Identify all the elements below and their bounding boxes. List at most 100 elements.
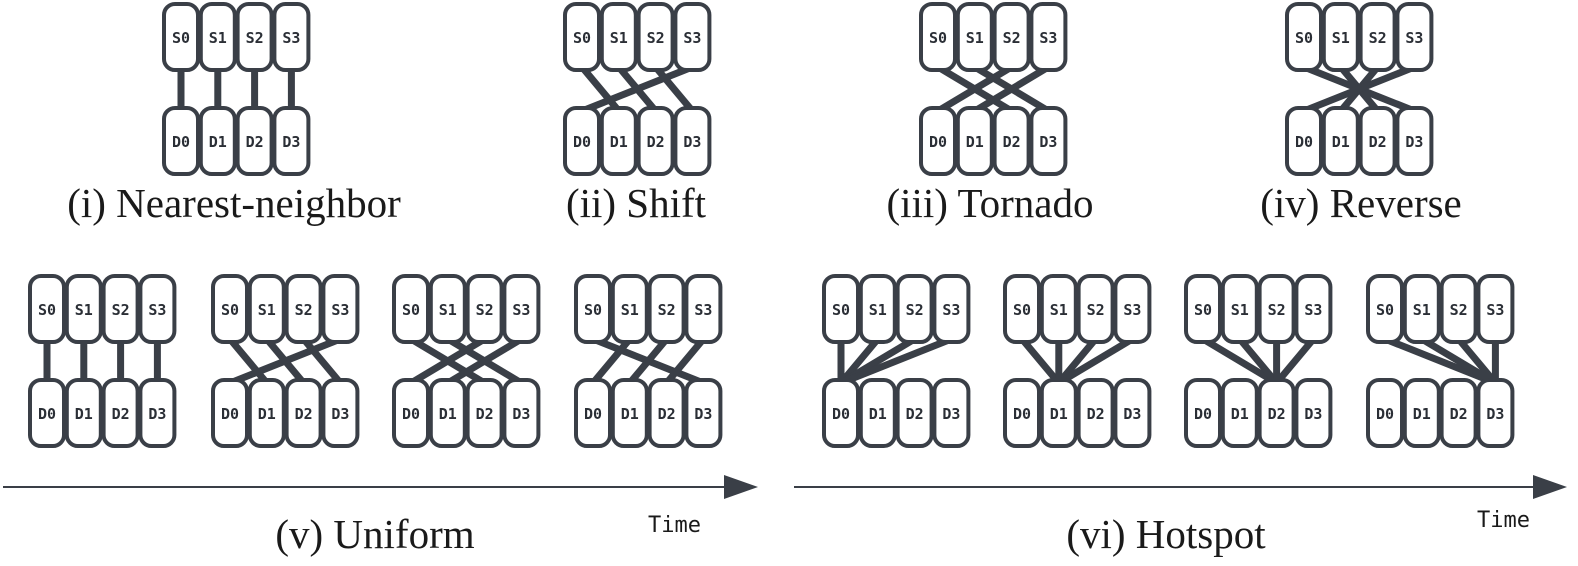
source-node-label: S0	[1013, 301, 1031, 319]
dest-node: D1	[1039, 378, 1078, 448]
dest-node-box	[858, 378, 897, 448]
dest-node-box	[1402, 378, 1441, 448]
source-node-box	[647, 274, 686, 344]
dest-node-label: D3	[1039, 133, 1057, 151]
dest-node: D2	[992, 106, 1031, 176]
source-node-label: S3	[1123, 301, 1141, 319]
dest-node-box	[162, 106, 200, 176]
dest-node-label: D2	[476, 405, 494, 423]
dest-node-box	[1003, 378, 1041, 448]
dest-node-label: D1	[1050, 405, 1068, 423]
source-node-label: S3	[512, 301, 530, 319]
source-node-label: S1	[209, 29, 227, 47]
dest-node-box	[28, 378, 66, 448]
source-node: S3	[1029, 2, 1068, 72]
dest-node-box	[636, 106, 675, 176]
dest-node: D2	[465, 378, 504, 448]
dest-node-box	[647, 378, 686, 448]
dest-node-label: D3	[683, 133, 701, 151]
dest-node-box	[138, 378, 177, 448]
source-node-label: S0	[221, 301, 239, 319]
dest-node: D1	[1402, 378, 1441, 448]
source-node-label: S0	[584, 301, 602, 319]
dest-node: D2	[1076, 378, 1115, 448]
time-axis-uniform: Time	[3, 475, 758, 538]
source-node: S3	[1113, 274, 1152, 344]
dest-node: D2	[235, 106, 274, 176]
source-node: S0	[919, 2, 957, 72]
dest-node-box	[1029, 106, 1068, 176]
time-axis-label: Time	[648, 513, 701, 538]
dest-node-label: D0	[1013, 405, 1031, 423]
source-node-box	[1285, 2, 1323, 72]
source-node-label: S2	[1268, 301, 1286, 319]
dest-node-box	[822, 378, 860, 448]
dest-node-box	[610, 378, 649, 448]
source-node: S3	[1294, 274, 1333, 344]
dest-node: D3	[138, 378, 177, 448]
dest-node-label: D0	[1376, 405, 1394, 423]
dest-node: D1	[428, 378, 467, 448]
dest-node: D0	[563, 106, 601, 176]
caption-uniform: (v) Uniform	[275, 511, 474, 557]
source-node-label: S1	[966, 29, 984, 47]
source-node-box	[1029, 2, 1068, 72]
source-node: S3	[1476, 274, 1515, 344]
dest-node-box	[1366, 378, 1404, 448]
source-node-box	[858, 274, 897, 344]
dest-node: D0	[211, 378, 249, 448]
dest-node-box	[1184, 378, 1222, 448]
connection-edge	[1273, 336, 1317, 386]
dest-node-box	[684, 378, 723, 448]
source-node-label: S3	[683, 29, 701, 47]
dest-node-label: D0	[221, 405, 239, 423]
dest-node: D1	[858, 378, 897, 448]
source-node-box	[1076, 274, 1115, 344]
source-node-label: S3	[694, 301, 712, 319]
dest-node-box	[198, 106, 237, 176]
connection-edge	[580, 63, 694, 115]
time-axis-hotspot: Time	[794, 475, 1567, 533]
dest-node: D0	[162, 106, 200, 176]
source-node-label: S1	[75, 301, 93, 319]
source-node-box	[932, 274, 971, 344]
dest-node: D2	[101, 378, 140, 448]
source-node-label: S3	[331, 301, 349, 319]
source-node: S3	[684, 274, 723, 344]
dest-node-box	[992, 106, 1031, 176]
dest-node: D0	[392, 378, 430, 448]
source-node-box	[465, 274, 504, 344]
source-node: S1	[1321, 2, 1360, 72]
source-node-label: S1	[869, 301, 887, 319]
source-node-box	[1003, 274, 1041, 344]
source-node-box	[1476, 274, 1515, 344]
source-node-box	[563, 2, 601, 72]
source-node: S0	[392, 274, 430, 344]
dest-node: D0	[919, 106, 957, 176]
caption-tornado: (iii) Tornado	[886, 180, 1093, 226]
source-node-box	[1220, 274, 1259, 344]
dest-node: D3	[1029, 106, 1068, 176]
source-node: S1	[1220, 274, 1259, 344]
dest-node-label: D1	[610, 133, 628, 151]
source-node: S1	[198, 2, 237, 72]
source-node-label: S3	[942, 301, 960, 319]
connection-edge	[227, 336, 270, 386]
dest-node-box	[101, 378, 140, 448]
source-node: S0	[162, 2, 200, 72]
dest-node-label: D1	[258, 405, 276, 423]
dest-node-label: D0	[172, 133, 190, 151]
dest-node: D1	[1321, 106, 1360, 176]
source-node: S2	[1358, 2, 1397, 72]
dest-node: D2	[1257, 378, 1296, 448]
connection-edge	[590, 336, 633, 386]
dest-node: D2	[895, 378, 934, 448]
source-node-box	[28, 274, 66, 344]
dest-node: D1	[599, 106, 638, 176]
connection-edge	[839, 335, 953, 387]
source-node: S2	[1257, 274, 1296, 344]
dest-node-label: D2	[112, 405, 130, 423]
